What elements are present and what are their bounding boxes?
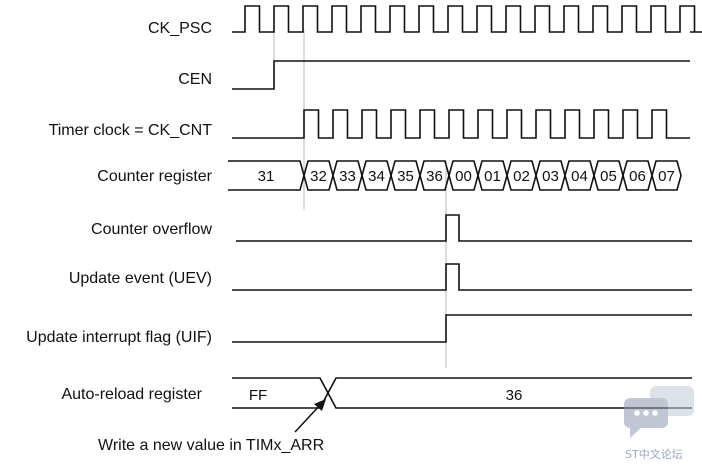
annotation-text: Write a new value in TIMx_ARR — [98, 437, 324, 454]
label-counter-register: Counter register — [97, 168, 212, 185]
counter-value: 04 — [571, 168, 588, 185]
counter-value: 07 — [658, 168, 675, 185]
counter-overflow-waveform — [236, 214, 692, 242]
counter-segment — [303, 160, 334, 191]
arr-segment-new — [327, 377, 692, 409]
cen-waveform — [232, 60, 690, 90]
counter-value: 31 — [258, 168, 275, 185]
update-interrupt-flag-waveform — [232, 314, 692, 343]
update-event-waveform — [232, 263, 692, 291]
counter-value: 02 — [513, 168, 530, 185]
arr-value-old: FF — [249, 387, 267, 404]
label-ck-psc: CK_PSC — [148, 20, 212, 37]
arr-value-new: 36 — [506, 387, 523, 404]
label-counter-overflow: Counter overflow — [91, 221, 212, 238]
chat-bubble-icon — [624, 386, 694, 438]
ck-psc-waveform — [232, 5, 702, 33]
label-cen: CEN — [178, 71, 212, 88]
arr-segment-old — [232, 377, 329, 409]
counter-segment — [448, 160, 479, 191]
counter-value: 01 — [484, 168, 501, 185]
ck-cnt-waveform — [232, 109, 690, 139]
label-auto-reload-register: Auto-reload register — [61, 386, 202, 403]
counter-value: 33 — [339, 168, 356, 185]
watermark-text: ST中文论坛 — [625, 447, 683, 461]
counter-value: 03 — [542, 168, 559, 185]
counter-value: 36 — [426, 168, 443, 185]
counter-value: 35 — [397, 168, 414, 185]
annotation-arrow-head — [314, 399, 326, 411]
counter-segment — [361, 160, 392, 191]
label-ck-cnt: Timer clock = CK_CNT — [49, 122, 213, 139]
counter-segment — [419, 160, 450, 191]
annotation-arrow-line — [294, 402, 323, 433]
counter-segment — [477, 160, 508, 191]
counter-value: 06 — [629, 168, 646, 185]
counter-segment — [332, 160, 363, 191]
label-update-interrupt-flag: Update interrupt flag (UIF) — [26, 329, 212, 346]
counter-segment — [622, 160, 653, 191]
counter-segment — [593, 160, 624, 191]
counter-value: 32 — [310, 168, 327, 185]
counter-segment — [564, 160, 595, 191]
counter-segment — [506, 160, 537, 191]
counter-value: 34 — [368, 168, 385, 185]
counter-value: 00 — [455, 168, 472, 185]
label-update-event: Update event (UEV) — [69, 270, 212, 287]
counter-register-bus: 31 32 33 34 35 36 00 01 02 03 04 05 06 07 — [228, 160, 682, 191]
counter-value: 05 — [600, 168, 617, 185]
counter-segment — [651, 160, 682, 191]
counter-segment — [390, 160, 421, 191]
counter-segment — [535, 160, 566, 191]
